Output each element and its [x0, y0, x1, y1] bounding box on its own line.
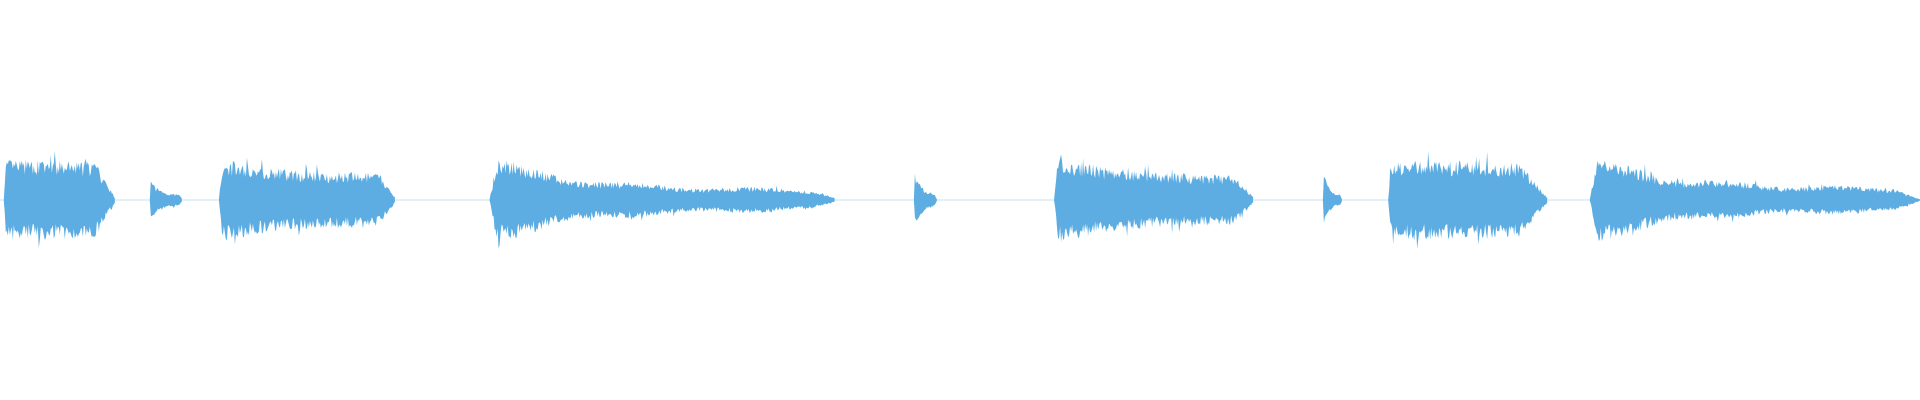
waveform-segment-3 — [218, 157, 395, 245]
waveform-segment-7 — [1322, 176, 1342, 223]
waveform-segment-8 — [1388, 151, 1548, 249]
waveform-segment-2 — [149, 181, 182, 217]
waveform-segment-4 — [489, 160, 835, 249]
waveform-segment-6 — [1054, 154, 1254, 243]
waveform-segment-1 — [3, 151, 115, 248]
waveform-segment-9 — [1589, 160, 1920, 242]
waveform-segment-5 — [913, 173, 937, 221]
